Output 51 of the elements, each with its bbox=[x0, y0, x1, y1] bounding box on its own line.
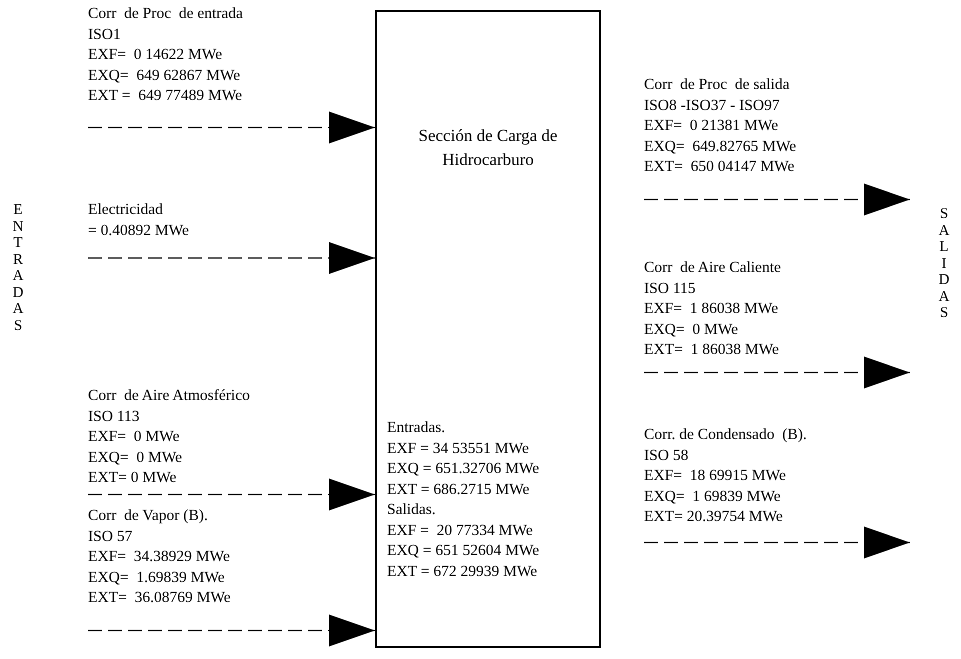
stream-text: EXT= 650 04147 MWe bbox=[644, 157, 794, 177]
stream-text: EXT= 1 86038 MWe bbox=[644, 340, 779, 360]
stream-text: Electricidad bbox=[88, 200, 163, 220]
stream-text: ISO 113 bbox=[88, 406, 140, 426]
stream-text: Corr de Aire Caliente bbox=[644, 258, 781, 278]
balance-text: EXT = 672 29939 MWe bbox=[387, 562, 538, 582]
stream-text: EXT= 20.39754 MWe bbox=[644, 507, 783, 527]
arrow bbox=[644, 356, 910, 388]
balance-text: Entradas. bbox=[387, 418, 446, 438]
stream-text: EXF= 0 MWe bbox=[88, 427, 180, 447]
vertical-label: ENTRADAS bbox=[12, 202, 24, 334]
stream-text: ISO 58 bbox=[644, 446, 688, 466]
stream-text: EXQ= 1 69839 MWe bbox=[644, 486, 781, 506]
balance-text: EXQ = 651.32706 MWe bbox=[387, 459, 540, 479]
process-box bbox=[375, 10, 601, 648]
stream-text: EXF= 18 69915 MWe bbox=[644, 466, 786, 486]
arrow bbox=[644, 526, 910, 558]
stream-text: Corr de Vapor (B). bbox=[88, 506, 208, 526]
stream-text: ISO1 bbox=[88, 24, 121, 44]
stream-text: Corr. de Condensado (B). bbox=[644, 425, 807, 445]
stream-text: EXT= 36.08769 MWe bbox=[88, 588, 231, 608]
balance-text: EXQ = 651 52604 MWe bbox=[387, 541, 540, 561]
stream-text: = 0.40892 MWe bbox=[88, 220, 189, 240]
stream-text: EXQ= 0 MWe bbox=[644, 320, 738, 340]
stream-text: EXF= 0 14622 MWe bbox=[88, 45, 222, 65]
stream-text: EXF= 0 21381 MWe bbox=[644, 116, 778, 136]
arrow bbox=[88, 614, 375, 646]
stream-text: ISO8 -ISO37 - ISO97 bbox=[644, 96, 780, 116]
arrow bbox=[88, 112, 375, 144]
arrow bbox=[88, 478, 375, 510]
stream-text: ISO 115 bbox=[644, 278, 696, 298]
section-title: Sección de Carga de Hidrocarburo bbox=[418, 125, 558, 171]
stream-text: EXT = 649 77489 MWe bbox=[88, 86, 242, 106]
arrow bbox=[88, 242, 375, 274]
stream-text: EXQ= 0 MWe bbox=[88, 448, 182, 468]
stream-text: EXQ= 1.69839 MWe bbox=[88, 568, 225, 588]
stream-text: ISO 57 bbox=[88, 526, 132, 546]
stream-text: EXT= 0 MWe bbox=[88, 468, 176, 488]
stream-text: EXF= 1 86038 MWe bbox=[644, 299, 778, 319]
balance-text: EXT = 686.2715 MWe bbox=[387, 480, 530, 500]
stream-text: EXF= 34.38929 MWe bbox=[88, 547, 230, 567]
stream-text: Corr de Proc de entrada bbox=[88, 4, 243, 24]
arrow bbox=[644, 184, 910, 216]
stream-text: Corr de Proc de salida bbox=[644, 75, 790, 95]
stream-text: Corr de Aire Atmosférico bbox=[88, 386, 250, 406]
balance-text: EXF = 34 53551 MWe bbox=[387, 438, 529, 458]
vertical-label: SALIDAS bbox=[938, 206, 950, 322]
stream-text: EXQ= 649.82765 MWe bbox=[644, 136, 796, 156]
balance-text: EXF = 20 77334 MWe bbox=[387, 520, 533, 540]
balance-text: Salidas. bbox=[387, 500, 436, 520]
stream-text: EXQ= 649 62867 MWe bbox=[88, 66, 240, 86]
